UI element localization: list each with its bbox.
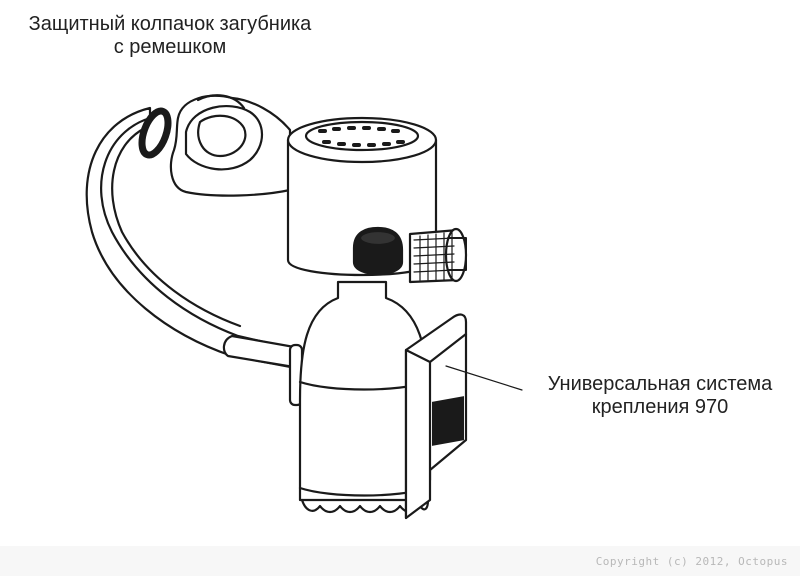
mesh-knob	[408, 227, 468, 284]
black-knob	[352, 226, 404, 275]
mouthpiece-cap-label-line2: с ремешком	[113, 36, 227, 58]
copyright-text: Copyright (c) 2012, Octopus	[595, 555, 788, 568]
mount-bracket	[404, 313, 468, 520]
mouthpiece-cap-label-line1: Защитный колпачок загубника	[28, 13, 312, 35]
strap-connector	[222, 334, 304, 407]
regulator-body	[286, 116, 438, 277]
purge-button-holes	[318, 126, 405, 147]
mouthpiece-cap-label: Защитный колпачок загубника с ремешком	[10, 13, 330, 59]
mount-system-label-line2: крепления 970	[591, 396, 729, 418]
mouthpiece-cap	[169, 94, 292, 197]
strap-ring	[138, 107, 172, 159]
mount-leader-line	[445, 365, 523, 391]
footer-bar: Copyright (c) 2012, Octopus	[0, 546, 800, 576]
mount-system-label: Универсальная система крепления 970	[530, 373, 790, 419]
mount-system-label-line1: Универсальная система	[547, 373, 773, 395]
